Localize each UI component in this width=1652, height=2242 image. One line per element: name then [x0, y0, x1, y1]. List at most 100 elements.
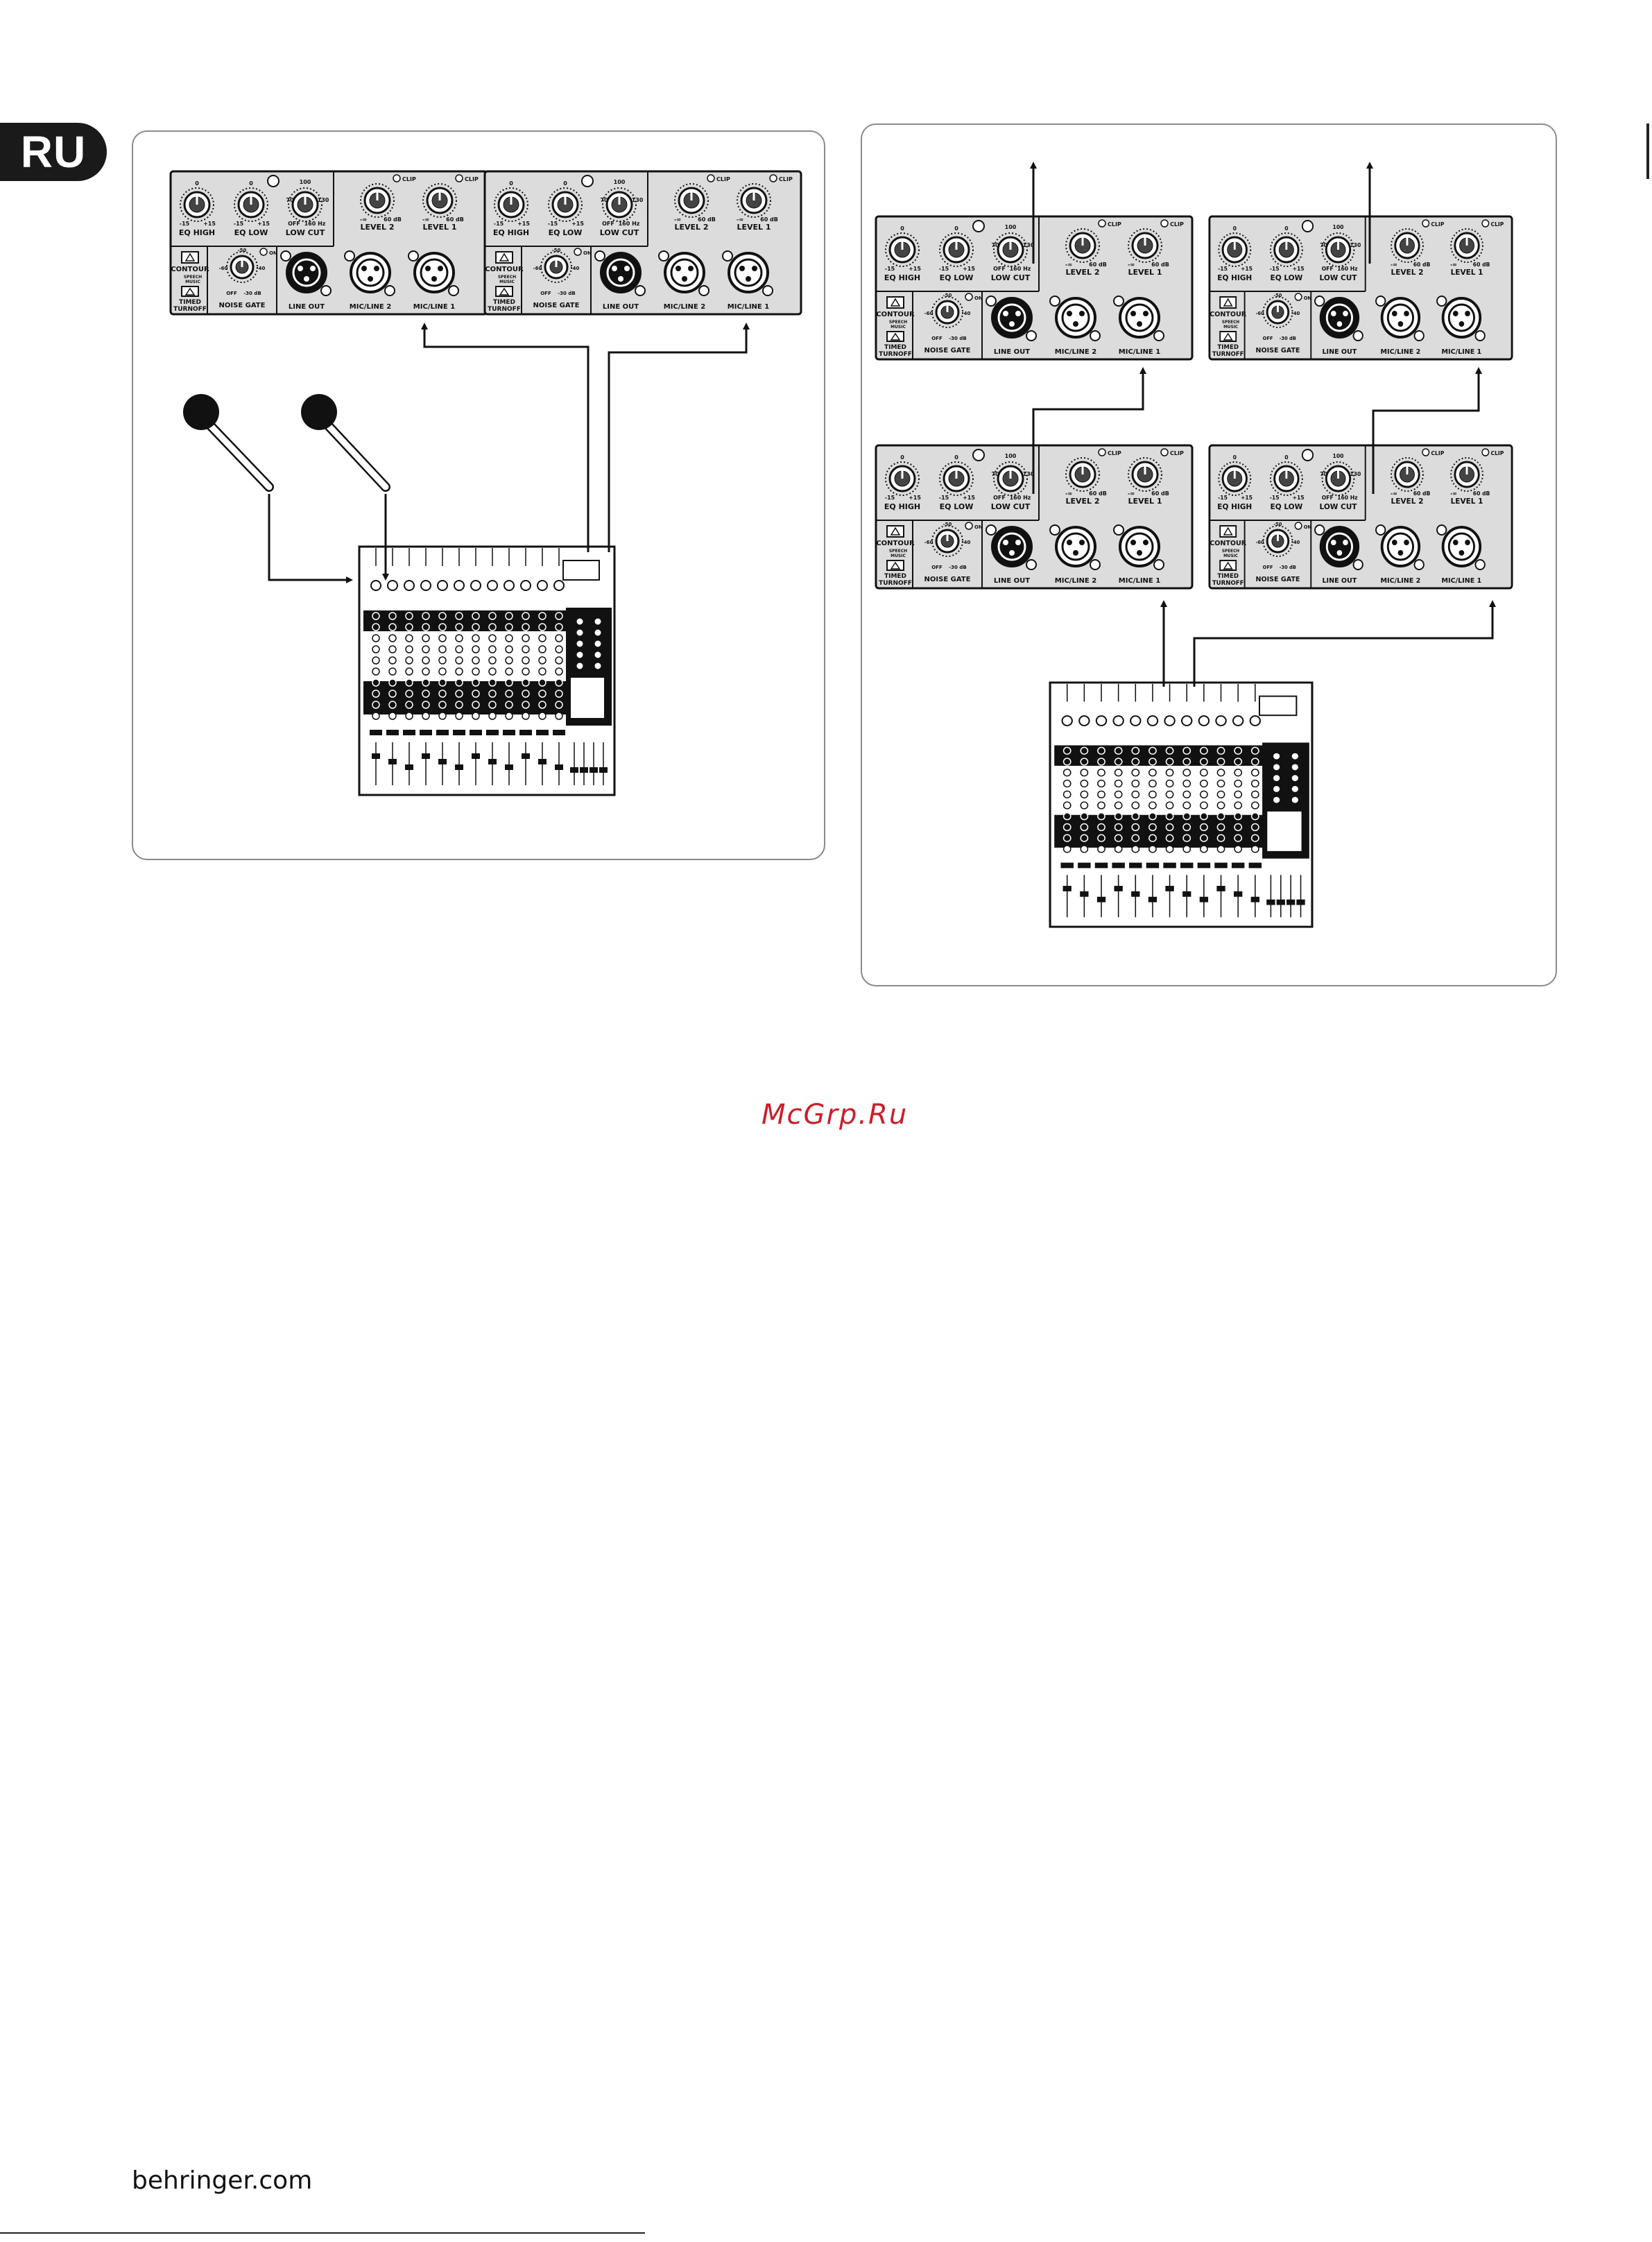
- channel-knob[interactable]: [1250, 834, 1259, 842]
- mute-button[interactable]: [1094, 862, 1108, 868]
- channel-xlr-input[interactable]: [1181, 715, 1193, 726]
- mute-button[interactable]: [486, 730, 499, 735]
- channel-knob[interactable]: [522, 656, 530, 665]
- channel-knob[interactable]: [1080, 834, 1089, 842]
- master-fader[interactable]: [590, 767, 598, 773]
- channel-knob[interactable]: [538, 690, 547, 698]
- channel-knob[interactable]: [1234, 801, 1243, 810]
- channel-knob[interactable]: [372, 656, 380, 665]
- channel-xlr-input[interactable]: [1232, 715, 1244, 726]
- channel-xlr-input[interactable]: [1061, 715, 1073, 726]
- channel-knob[interactable]: [372, 690, 380, 698]
- channel-knob[interactable]: [505, 634, 513, 642]
- channel-fader[interactable]: [1062, 886, 1072, 891]
- channel-knob[interactable]: [555, 645, 563, 653]
- channel-xlr-input[interactable]: [1146, 715, 1159, 726]
- channel-knob[interactable]: [372, 634, 380, 642]
- channel-knob[interactable]: [405, 678, 413, 687]
- channel-knob[interactable]: [505, 712, 513, 720]
- channel-knob[interactable]: [1199, 801, 1208, 810]
- channel-knob[interactable]: [1097, 845, 1105, 853]
- channel-knob[interactable]: [1216, 779, 1225, 788]
- channel-knob[interactable]: [422, 678, 430, 687]
- channel-knob[interactable]: [1080, 812, 1089, 821]
- channel-xlr-input[interactable]: [387, 580, 398, 591]
- master-knob[interactable]: [576, 628, 584, 637]
- channel-knob[interactable]: [1062, 801, 1072, 810]
- channel-knob[interactable]: [472, 634, 480, 642]
- channel-knob[interactable]: [505, 656, 513, 665]
- mute-button[interactable]: [1197, 862, 1211, 868]
- mute-button[interactable]: [370, 730, 382, 735]
- channel-knob[interactable]: [1182, 801, 1191, 810]
- channel-knob[interactable]: [1097, 758, 1105, 766]
- channel-fader[interactable]: [472, 753, 480, 759]
- channel-xlr-input[interactable]: [1164, 715, 1176, 726]
- channel-knob[interactable]: [1062, 834, 1072, 842]
- channel-knob[interactable]: [555, 701, 563, 709]
- channel-knob[interactable]: [1216, 790, 1225, 798]
- channel-knob[interactable]: [1216, 758, 1225, 766]
- channel-knob[interactable]: [438, 667, 447, 676]
- channel-knob[interactable]: [372, 612, 380, 620]
- channel-knob[interactable]: [1165, 779, 1174, 788]
- channel-knob[interactable]: [1234, 790, 1243, 798]
- channel-knob[interactable]: [1182, 834, 1191, 842]
- channel-knob[interactable]: [405, 612, 413, 620]
- channel-knob[interactable]: [1062, 812, 1072, 821]
- mute-button[interactable]: [1146, 862, 1160, 868]
- channel-knob[interactable]: [438, 690, 447, 698]
- channel-knob[interactable]: [1131, 812, 1140, 821]
- channel-knob[interactable]: [1182, 746, 1191, 755]
- channel-knob[interactable]: [555, 612, 563, 620]
- channel-knob[interactable]: [522, 645, 530, 653]
- channel-knob[interactable]: [1165, 758, 1174, 766]
- master-knob[interactable]: [576, 651, 584, 659]
- channel-knob[interactable]: [1182, 823, 1191, 832]
- master-knob[interactable]: [1272, 774, 1281, 782]
- channel-knob[interactable]: [1114, 845, 1123, 853]
- channel-knob[interactable]: [1250, 823, 1259, 832]
- mute-button[interactable]: [503, 730, 515, 735]
- channel-knob[interactable]: [555, 712, 563, 720]
- mute-button[interactable]: [1214, 862, 1228, 868]
- channel-knob[interactable]: [388, 634, 397, 642]
- channel-knob[interactable]: [488, 645, 497, 653]
- channel-knob[interactable]: [1080, 801, 1089, 810]
- channel-xlr-input[interactable]: [470, 580, 481, 591]
- channel-fader[interactable]: [1096, 896, 1106, 902]
- channel-xlr-input[interactable]: [454, 580, 465, 591]
- channel-knob[interactable]: [438, 701, 447, 709]
- channel-fader[interactable]: [1216, 886, 1225, 891]
- master-knob[interactable]: [594, 662, 602, 670]
- channel-knob[interactable]: [538, 645, 547, 653]
- channel-fader[interactable]: [522, 753, 530, 759]
- channel-knob[interactable]: [538, 678, 547, 687]
- channel-knob[interactable]: [422, 656, 430, 665]
- channel-knob[interactable]: [388, 667, 397, 676]
- channel-knob[interactable]: [538, 612, 547, 620]
- channel-knob[interactable]: [388, 656, 397, 665]
- mute-button[interactable]: [1163, 862, 1176, 868]
- channel-knob[interactable]: [422, 645, 430, 653]
- channel-knob[interactable]: [538, 623, 547, 631]
- master-knob[interactable]: [594, 617, 602, 626]
- channel-knob[interactable]: [455, 656, 463, 665]
- channel-fader[interactable]: [488, 759, 497, 764]
- channel-knob[interactable]: [472, 712, 480, 720]
- channel-knob[interactable]: [1131, 758, 1140, 766]
- channel-knob[interactable]: [1182, 779, 1191, 788]
- channel-knob[interactable]: [438, 678, 447, 687]
- channel-knob[interactable]: [1131, 801, 1140, 810]
- channel-knob[interactable]: [422, 612, 430, 620]
- channel-knob[interactable]: [1182, 758, 1191, 766]
- channel-knob[interactable]: [505, 701, 513, 709]
- channel-knob[interactable]: [372, 667, 380, 676]
- mute-button[interactable]: [1078, 862, 1091, 868]
- channel-knob[interactable]: [1234, 779, 1243, 788]
- channel-knob[interactable]: [438, 623, 447, 631]
- channel-knob[interactable]: [472, 701, 480, 709]
- channel-knob[interactable]: [1234, 845, 1243, 853]
- channel-knob[interactable]: [1250, 812, 1259, 821]
- channel-fader[interactable]: [388, 759, 397, 764]
